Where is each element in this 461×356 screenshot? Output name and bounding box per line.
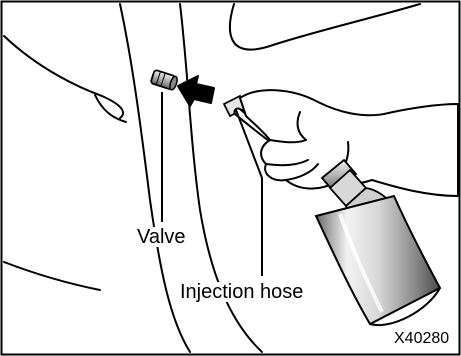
valve-cap-icon xyxy=(150,70,178,91)
valve-label: Valve xyxy=(137,227,186,247)
arrow-icon xyxy=(178,76,214,106)
injection-hose-label: Injection hose xyxy=(180,282,303,302)
hose-leader-line xyxy=(236,110,262,276)
figure-code: X40280 xyxy=(394,331,449,347)
